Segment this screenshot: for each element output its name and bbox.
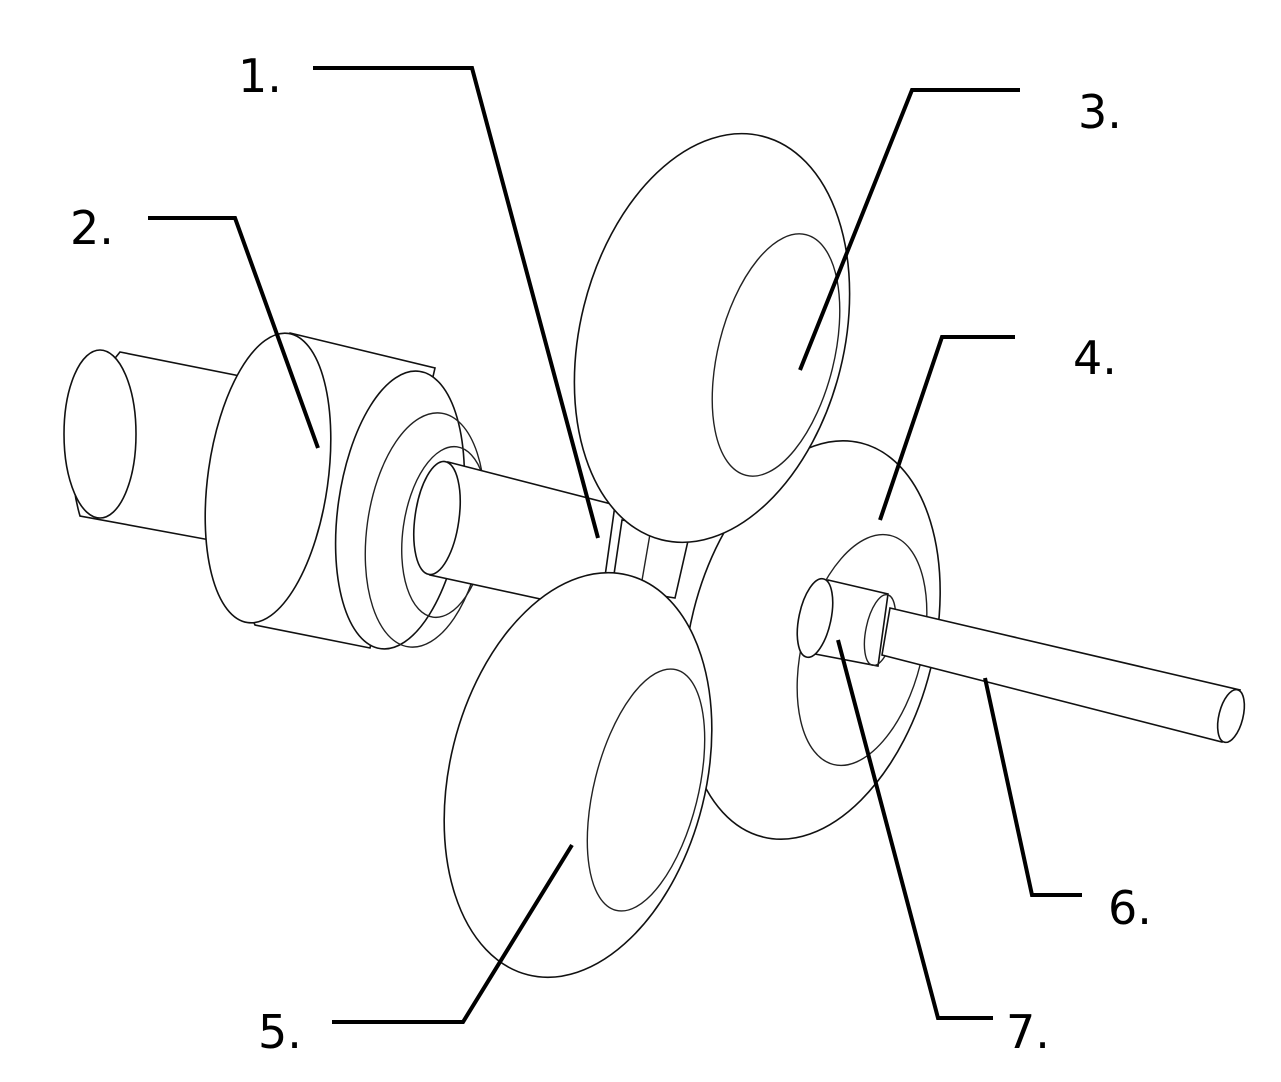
- callout-label-2: 2.: [70, 201, 114, 255]
- callout-label-4: 4.: [1073, 331, 1117, 385]
- leader-line-4: [878, 335, 1015, 521]
- callout-label-1: 1.: [238, 49, 282, 103]
- output-shaft: [881, 607, 1246, 744]
- callout-label-6: 6.: [1108, 881, 1152, 935]
- lower-wheel: [443, 571, 713, 979]
- roller-drum: [204, 332, 489, 650]
- leader-line-3: [798, 88, 1020, 371]
- upper-wheel: [573, 132, 851, 544]
- callout-label-3: 3.: [1078, 85, 1122, 139]
- leader-line-6: [983, 677, 1082, 897]
- callout-label-5: 5.: [258, 1005, 302, 1059]
- leader-line-2: [148, 216, 320, 449]
- leader-line-5: [332, 843, 574, 1024]
- collar: [796, 577, 897, 667]
- main-shaft: [413, 460, 616, 613]
- leader-line-1: [313, 66, 600, 539]
- leader-line-7: [836, 639, 993, 1020]
- callout-label-7: 7.: [1006, 1005, 1050, 1059]
